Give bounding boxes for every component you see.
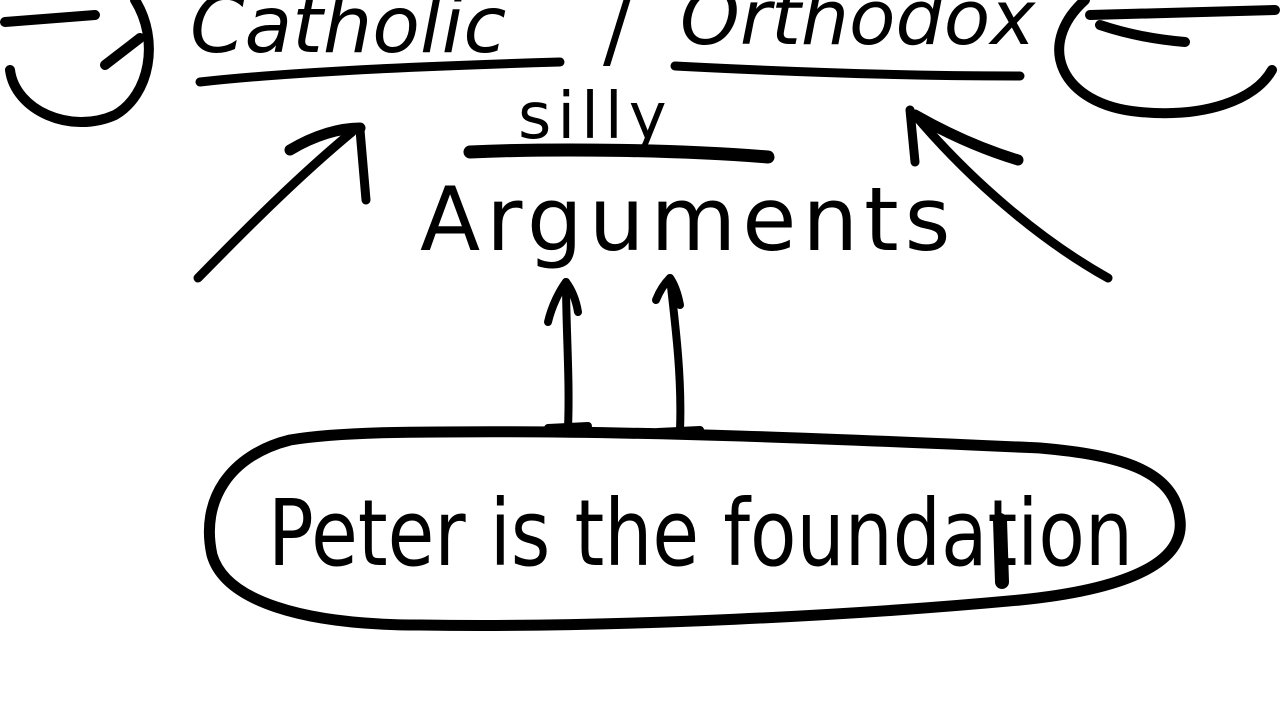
arguments-label: Arguments xyxy=(420,168,956,271)
arrow-to-catholic xyxy=(193,122,371,283)
slash-separator: / xyxy=(603,0,632,78)
arrow-to-orthodox xyxy=(905,105,1113,283)
catholic-label: Catholic xyxy=(190,0,506,71)
silly-underline xyxy=(463,143,775,164)
left-cycle-arrow xyxy=(0,0,154,128)
orthodox-label: Orthodox xyxy=(680,0,1036,62)
orthodox-underline xyxy=(670,61,1025,81)
foundation-ellipse xyxy=(203,426,1186,631)
silly-label: silly xyxy=(518,80,673,154)
right-cycle-arrow xyxy=(1054,0,1280,119)
support-arrow-left xyxy=(544,278,592,432)
foundation-accent-stroke xyxy=(993,513,1009,589)
support-arrow-right xyxy=(652,274,704,436)
catholic-underline xyxy=(195,57,565,87)
foundation-statement: Peter is the foundation xyxy=(268,480,1133,587)
